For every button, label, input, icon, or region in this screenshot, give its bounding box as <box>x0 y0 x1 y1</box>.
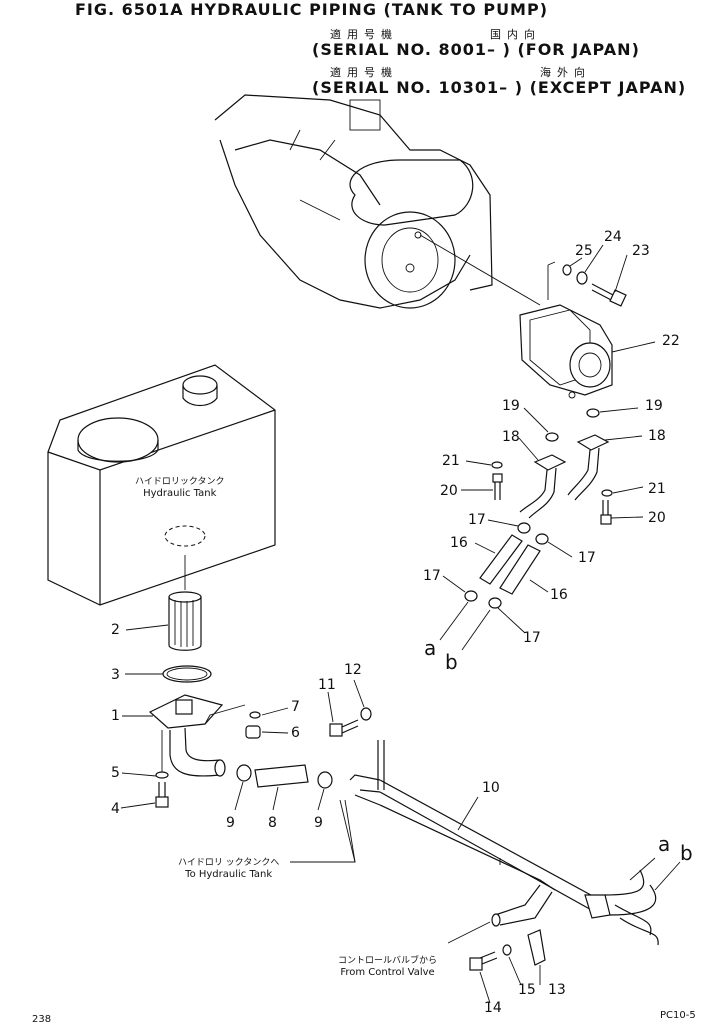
bolt-20-left <box>492 473 503 500</box>
flange-elbow-left <box>519 454 567 519</box>
callout-21-left: 21 <box>442 453 460 469</box>
from-valve-note: コントロールバルブから From Control Valve <box>338 955 437 979</box>
callout-4: 4 <box>111 801 120 817</box>
callout-25: 25 <box>575 243 593 259</box>
clamp-9-right <box>317 771 333 789</box>
hose-8 <box>254 764 309 788</box>
clamp-17-3 <box>464 590 478 602</box>
bolt-20-right <box>600 500 612 525</box>
connector-a-lower: a <box>658 832 671 856</box>
figure-title: FIG. 6501A HYDRAULIC PIPING (TANK TO PUM… <box>75 0 549 19</box>
jp-serial-label-2: 適用号機 <box>330 66 398 79</box>
bolt-14 <box>469 951 498 971</box>
callout-17-3: 17 <box>423 568 441 584</box>
callout-10: 10 <box>482 780 500 796</box>
callout-17-4: 17 <box>523 630 541 646</box>
jp-market-1: 国内向 <box>490 28 541 41</box>
callout-3: 3 <box>111 667 120 683</box>
clip-13 <box>527 929 546 966</box>
to-tank-jp: ハイドロリ ックタンクへ <box>178 858 280 868</box>
washer-21-right <box>601 489 613 497</box>
plug-6 <box>245 725 261 739</box>
bolt-11 <box>329 719 359 737</box>
o-ring-7 <box>249 711 261 719</box>
model-code: PC10-5 <box>660 1010 696 1021</box>
callout-11: 11 <box>318 677 336 693</box>
jp-serial-label-1: 適用号機 <box>330 28 398 41</box>
to-tank-note: ハイドロリ ックタンクへ To Hydraulic Tank <box>178 857 279 881</box>
callout-22: 22 <box>662 333 680 349</box>
hydraulic-tank <box>47 364 276 606</box>
callout-7: 7 <box>291 699 300 715</box>
hose-16-right <box>499 544 541 595</box>
cover-1 <box>148 694 246 777</box>
bolt-23 <box>591 283 627 307</box>
callout-19-left: 19 <box>502 398 520 414</box>
flange-elbow-right <box>567 434 610 501</box>
serial-line-2: (SERIAL NO. 10301– ) (EXCEPT JAPAN) <box>312 78 687 97</box>
callout-16-left: 16 <box>450 535 468 551</box>
callout-18-right: 18 <box>648 428 666 444</box>
callout-17-2: 17 <box>578 550 596 566</box>
clamp-17-1 <box>517 522 531 534</box>
callout-19-right: 19 <box>645 398 663 414</box>
engine-outline <box>214 94 541 309</box>
o-ring-19-right <box>586 408 600 418</box>
connector-b-lower: b <box>680 841 693 865</box>
callout-8: 8 <box>268 815 277 831</box>
hydraulic-pump <box>519 261 613 399</box>
callout-14: 14 <box>484 1000 502 1016</box>
hose-16-left <box>479 534 523 585</box>
lockwasher-24 <box>576 271 588 285</box>
callout-2: 2 <box>111 622 120 638</box>
callout-24: 24 <box>604 229 622 245</box>
washer-12 <box>360 707 372 721</box>
callout-15: 15 <box>518 982 536 998</box>
callout-9-right: 9 <box>314 815 323 831</box>
tank-label-en: Hydraulic Tank <box>143 488 217 499</box>
jp-market-2: 海外向 <box>540 66 591 79</box>
tank-label: ハイドロリックタンク Hydraulic Tank <box>135 476 224 500</box>
callout-12: 12 <box>344 662 362 678</box>
tank-label-jp: ハイドロリックタンク <box>135 477 225 487</box>
from-valve-en: From Control Valve <box>340 967 435 978</box>
page-number: 238 <box>32 1014 52 1025</box>
washer-21-left <box>491 461 503 469</box>
washer-25 <box>562 264 572 276</box>
callout-21-right: 21 <box>648 481 666 497</box>
callout-5: 5 <box>111 765 120 781</box>
callout-1: 1 <box>111 708 120 724</box>
connector-a-upper: a <box>424 636 437 660</box>
washer-5 <box>155 771 169 779</box>
leader-lines <box>120 244 681 1004</box>
serial-line-1: (SERIAL NO. 8001– ) (FOR JAPAN) <box>312 40 640 59</box>
callout-6: 6 <box>291 725 300 741</box>
callout-16-right: 16 <box>550 587 568 603</box>
connector-b-upper: b <box>445 650 458 674</box>
filter-element-2 <box>168 591 202 651</box>
bolt-4 <box>155 782 169 808</box>
callout-18-left: 18 <box>502 429 520 445</box>
clamp-17-2 <box>535 533 549 545</box>
washer-15 <box>502 944 512 956</box>
pipe-assembly-10 <box>349 740 659 946</box>
callout-23: 23 <box>632 243 650 259</box>
callout-20-right: 20 <box>648 510 666 526</box>
o-ring-19-left <box>545 432 559 442</box>
clamp-17-4 <box>488 597 502 609</box>
from-valve-jp: コントロールバルブから <box>338 956 438 966</box>
callout-9-left: 9 <box>226 815 235 831</box>
callout-17-1: 17 <box>468 512 486 528</box>
clamp-9-left <box>236 764 252 782</box>
callout-13: 13 <box>548 982 566 998</box>
callout-20-left: 20 <box>440 483 458 499</box>
to-tank-en: To Hydraulic Tank <box>185 869 273 880</box>
